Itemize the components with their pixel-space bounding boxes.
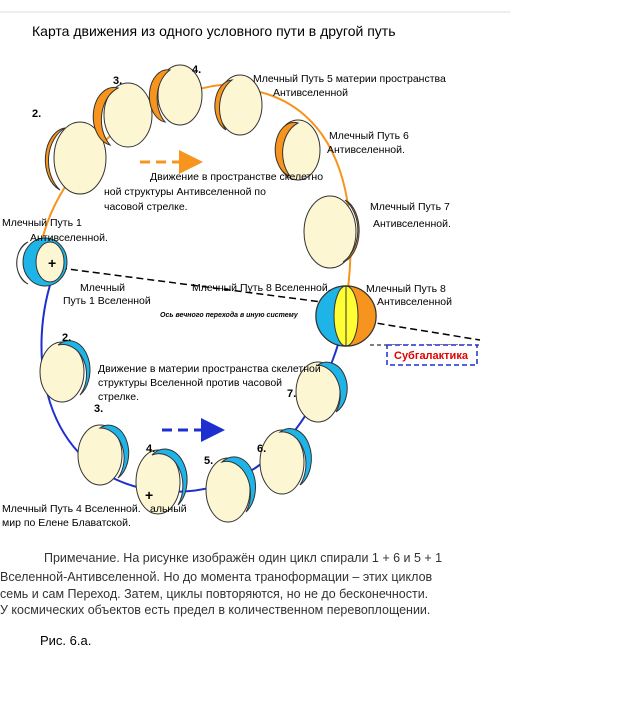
milky-way-5-antiuniverse-line1: Млечный Путь 5 материи пространства	[253, 73, 446, 85]
lower-number-3: 3.	[94, 403, 103, 415]
subgalaxy-box	[386, 344, 478, 366]
antiuniverse-movement-line3: часовой стрелке.	[104, 201, 188, 213]
orange-crescent-1	[16, 237, 68, 287]
blue-crescent-6	[259, 428, 312, 495]
orange-crescent-6	[274, 119, 321, 181]
milky-way-1-universe-line1: Млечный	[80, 282, 125, 294]
lower-number-7: 7.	[287, 388, 296, 400]
milky-way-4-universe-line1: Млечный Путь 4 Вселенной.	[2, 503, 141, 515]
milky-way-6-antiuniverse-line1: Млечный Путь 6	[329, 130, 409, 142]
blue-crescent-2	[39, 340, 91, 403]
transition-dashed-line	[59, 267, 346, 306]
blue-crescent-7	[295, 361, 348, 423]
lower-number-5: 5.	[204, 455, 213, 467]
orange-crescent-7	[303, 195, 360, 269]
milky-way-1-antiuniverse-line1: Млечный Путь 1	[2, 217, 82, 229]
milky-way-8-antiuniverse-line1: Млечный Путь 8	[366, 283, 446, 295]
milky-way-1-antiuniverse-line2: Антивселенной.	[30, 232, 108, 244]
orange-crescent-4a	[148, 64, 203, 126]
lower-number-4: 4.	[146, 443, 155, 455]
diagram-title: Карта движения из одного условного пути …	[32, 23, 396, 39]
upper-number-4: 4.	[192, 64, 201, 76]
antiuniverse-movement-line1: Движение в пространстве скелетно	[150, 171, 323, 183]
lower-number-6: 6.	[257, 443, 266, 455]
partial-label: альный	[150, 503, 187, 515]
universe-movement-line1: Движение в материи пространства скелетно…	[98, 363, 321, 375]
note-line2: Вселенной-Антивселенной. Но до момента т…	[0, 570, 433, 584]
upper-number-3: 3.	[113, 75, 122, 87]
orange-crescent-3	[92, 82, 153, 148]
milky-way-7-antiuniverse-line2: Антивселенной.	[373, 218, 451, 230]
lower-number-2: 2.	[62, 332, 71, 344]
blue-crescent-4	[135, 448, 188, 515]
blue-crescent-3	[77, 424, 130, 486]
eternal-transition-axis-label: Ось вечного перехода в иную систему	[160, 311, 299, 319]
universe-movement-line3: стрелке.	[98, 391, 139, 403]
universe-movement-line2: структуры Вселенной против часовой	[98, 377, 282, 389]
plus-marker: +	[48, 255, 56, 271]
subgalaxy-label: Субгалактика	[394, 350, 469, 362]
milky-way-4-universe-line2: мир по Елене Блаватской.	[2, 517, 131, 529]
note-line4: У космических объектов есть предел в кол…	[0, 603, 430, 617]
milky-way-7-antiuniverse-line1: Млечный Путь 7	[370, 201, 450, 213]
antiuniverse-movement-line2: ной структуры Антивселенной по	[104, 186, 266, 198]
milky-way-8-universe: Млечный Путь 8 Вселенной.	[192, 282, 331, 294]
milky-way-8-antiuniverse-line2: Антивселенной	[377, 296, 452, 308]
orange-crescent-4b	[214, 74, 263, 136]
upper-number-2: 2.	[32, 108, 41, 120]
milky-way-6-antiuniverse-line2: Антивселенной.	[327, 144, 405, 156]
figure-label: Рис. 6.а.	[40, 633, 91, 648]
milky-way-1-universe-line2: Путь 1 Вселенной	[63, 295, 151, 307]
plus-marker-lower: +	[145, 487, 153, 503]
transition-sphere	[315, 285, 377, 347]
note-line3: семь и сам Переход. Затем, циклы повторя…	[0, 587, 428, 601]
note-line1: Примечание. На рисунке изображён один ци…	[44, 551, 442, 565]
orange-crescent-2	[44, 121, 107, 195]
milky-way-5-antiuniverse-line2: Антивселенной	[273, 87, 348, 99]
blue-crescent-5	[205, 456, 256, 523]
